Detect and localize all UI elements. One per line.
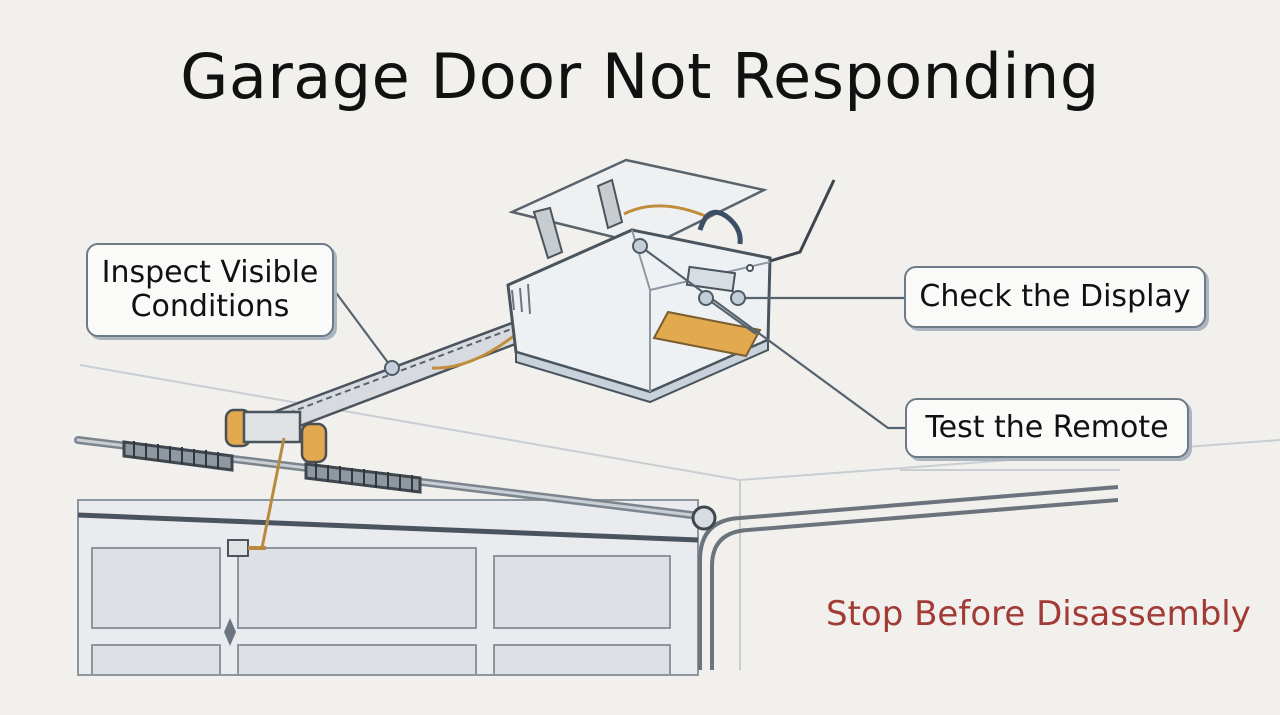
ceiling-mount-bracket — [508, 158, 768, 260]
warning-text: Stop Before Disassembly — [826, 594, 1251, 634]
trolley-carriage — [224, 408, 328, 557]
garage-door-opener-unit — [506, 228, 772, 404]
leader-inspect — [333, 289, 393, 369]
leader-dots — [384, 238, 746, 376]
callout-test-the-remote: Test the Remote — [905, 398, 1189, 458]
page-title: Garage Door Not Responding — [180, 40, 1100, 113]
door-track — [698, 485, 1119, 670]
torsion-spring — [74, 436, 717, 531]
garage-door-panels — [77, 499, 699, 676]
leader-remote — [639, 245, 905, 430]
callout-check-the-display: Check the Display — [904, 266, 1206, 328]
leader-lines — [333, 245, 905, 430]
callout-inspect-visible-conditions: Inspect Visible Conditions — [86, 243, 334, 337]
leader-remote-branch — [705, 297, 757, 335]
